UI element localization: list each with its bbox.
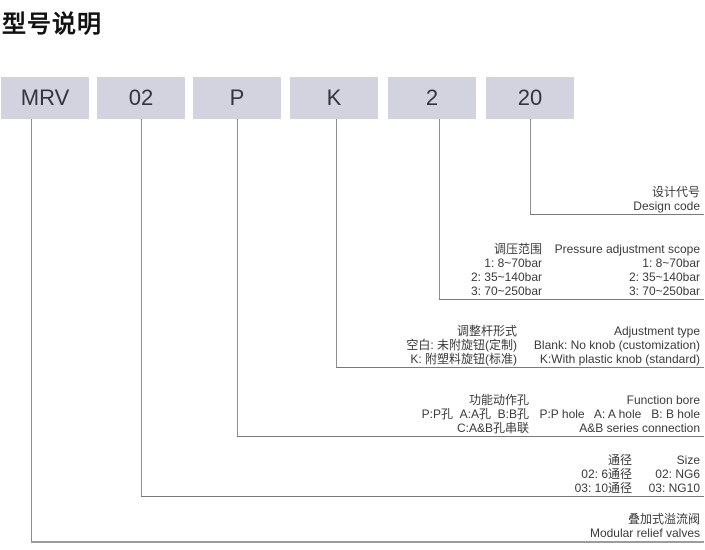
model-code-box-size: 02: [97, 77, 185, 119]
function-bore-row-2: C:A&B孔串联 A&B series connection: [422, 421, 700, 435]
adjustment-row-2-en: K:With plastic knob (standard): [539, 352, 700, 366]
pressure-row-1-cn: 1: 8~70bar: [484, 256, 542, 270]
pressure-header-cn: 调压范围: [493, 242, 542, 256]
design-code-en: Design code: [633, 199, 700, 213]
size-header-en: Size: [676, 453, 700, 467]
pressure-header-row: 调压范围 Pressure adjustment scope: [471, 242, 700, 256]
product-en: Modular relief valves: [589, 526, 700, 540]
function-bore-row-1-en: P:P hole A: A hole B: B hole: [539, 407, 700, 421]
function-bore-header-cn: 功能动作孔: [468, 393, 529, 407]
rule-design-code: [530, 214, 704, 215]
connector-vline-bore: [237, 119, 238, 437]
model-code-box-knob: K: [290, 77, 378, 119]
design-code-cn: 设计代号: [651, 185, 700, 199]
adjustment-row-2-cn: K: 附塑料旋钮(标准): [410, 352, 517, 366]
adjustment-header-en: Adjustment type: [613, 324, 700, 338]
model-code-label-pressure: 2: [425, 85, 439, 110]
pressure-row-3-en: 3: 70~250bar: [628, 284, 700, 298]
adjustment-header-cn: 调整杆形式: [456, 324, 517, 338]
adjustment-row-1: 空白: 未附旋钮(定制) Blank: No knob (customizati…: [406, 338, 700, 352]
connector-vline-design: [530, 119, 531, 215]
size-row-2-cn: 03: 10通径: [574, 481, 632, 495]
pressure-row-2: 2: 35~140bar 2: 35~140bar: [471, 270, 700, 284]
function-bore-row-2-cn: C:A&B孔串联: [456, 421, 529, 435]
adjustment-row-1-cn: 空白: 未附旋钮(定制): [406, 338, 517, 352]
connector-vline-knob: [336, 119, 337, 368]
pressure-row-1: 1: 8~70bar 1: 8~70bar: [471, 256, 700, 270]
rule-size: [141, 496, 704, 497]
connector-vline-size: [141, 119, 142, 497]
size-row-1-cn: 02: 6通径: [581, 467, 632, 481]
pressure-section: 调压范围 Pressure adjustment scope 1: 8~70ba…: [471, 242, 700, 298]
model-code-box-design: 20: [486, 77, 574, 119]
size-row-1: 02: 6通径 02: NG6: [575, 467, 700, 481]
page-title: 型号说明: [2, 11, 102, 38]
rule-adjustment: [336, 367, 704, 368]
function-bore-section: 功能动作孔 Function bore P:P孔 A:A孔 B:B孔 P:P h…: [422, 393, 700, 435]
function-bore-header-row: 功能动作孔 Function bore: [422, 393, 700, 407]
function-bore-header-en: Function bore: [626, 393, 700, 407]
size-row-1-en: 02: NG6: [655, 467, 700, 481]
rule-function-bore: [237, 436, 704, 437]
model-code-label-bore: P: [229, 85, 245, 110]
pressure-header-en: Pressure adjustment scope: [554, 242, 700, 256]
function-bore-row-1-cn: P:P孔 A:A孔 B:B孔: [421, 407, 529, 421]
product-section: 叠加式溢流阀 Modular relief valves: [590, 512, 700, 540]
adjustment-header-row: 调整杆形式 Adjustment type: [406, 324, 700, 338]
model-code-label-design: 20: [517, 85, 543, 110]
model-code-box-bore: P: [193, 77, 281, 119]
size-header-cn: 通径: [607, 453, 632, 467]
adjustment-row-1-en: Blank: No knob (customization): [533, 338, 700, 352]
rule-product: [31, 541, 704, 543]
pressure-row-3: 3: 70~250bar 3: 70~250bar: [471, 284, 700, 298]
size-header-row: 通径 Size: [575, 453, 700, 467]
model-code-box-pressure: 2: [388, 77, 476, 119]
model-code-label-size: 02: [128, 85, 154, 110]
connector-vline-series: [31, 119, 32, 542]
adjustment-section: 调整杆形式 Adjustment type 空白: 未附旋钮(定制) Blank…: [406, 324, 700, 366]
model-code-label-series: MRV: [20, 85, 70, 110]
function-bore-row-2-en: A&B series connection: [579, 421, 700, 435]
model-code-label-knob: K: [326, 85, 342, 110]
pressure-row-2-cn: 2: 35~140bar: [470, 270, 542, 284]
size-row-2-en: 03: NG10: [648, 481, 700, 495]
rule-pressure: [439, 299, 704, 300]
design-code-section: 设计代号 Design code: [633, 185, 700, 213]
connector-vline-pressure: [439, 119, 440, 300]
adjustment-row-2: K: 附塑料旋钮(标准) K:With plastic knob (standa…: [406, 352, 700, 366]
pressure-row-1-en: 1: 8~70bar: [642, 256, 700, 270]
function-bore-row-1: P:P孔 A:A孔 B:B孔 P:P hole A: A hole B: B h…: [422, 407, 700, 421]
size-section: 通径 Size 02: 6通径 02: NG6 03: 10通径 03: NG1…: [575, 453, 700, 495]
pressure-row-2-en: 2: 35~140bar: [628, 270, 700, 284]
size-row-2: 03: 10通径 03: NG10: [575, 481, 700, 495]
pressure-row-3-cn: 3: 70~250bar: [470, 284, 542, 298]
model-code-box-series: MRV: [1, 77, 89, 119]
product-cn: 叠加式溢流阀: [627, 512, 700, 526]
